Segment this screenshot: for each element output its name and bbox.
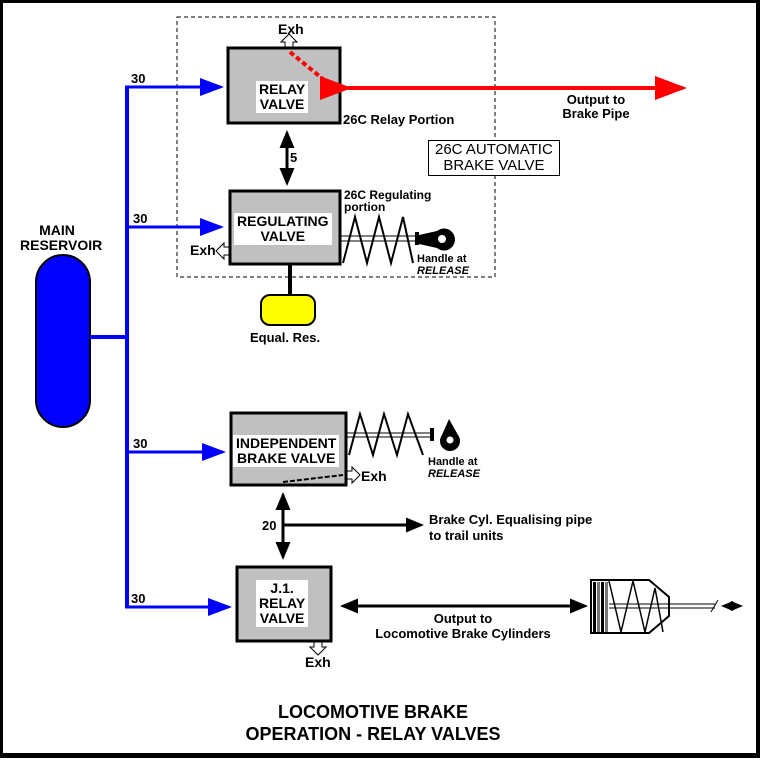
regulating-portion-line1: 26C Regulating — [344, 188, 432, 202]
regulating-spring — [341, 213, 417, 267]
independent-j1-link-value: 20 — [262, 518, 277, 533]
relay-valve-line1: RELAY — [259, 81, 306, 97]
j1-relay-valve-line3: VALVE — [259, 610, 305, 626]
independent-handle-icon — [430, 419, 461, 452]
independent-brake-valve-line2: BRAKE VALVE — [237, 450, 336, 466]
main-reservoir-tank — [35, 254, 91, 428]
relay-regulating-link-value: 5 — [290, 150, 298, 165]
relay-exhaust-label: Exh — [278, 21, 304, 37]
j1-relay-valve-label: J.1. RELAY VALVE — [256, 580, 309, 627]
regulating-exhaust-arrow-icon — [215, 241, 230, 261]
brake-cylinder-icon — [590, 579, 743, 634]
independent-handle-label: Handle at RELEASE — [428, 456, 480, 480]
independent-exhaust-path — [282, 474, 344, 483]
relay-supply-pressure: 30 — [131, 71, 146, 86]
relay-exhaust-arrow-icon — [279, 33, 299, 48]
relay-portion-label: 26C Relay Portion — [343, 112, 455, 127]
air-supply-manifold — [90, 78, 232, 616]
independent-exhaust-label: Exh — [361, 468, 387, 484]
regulating-handle-icon — [415, 228, 455, 251]
j1-supply-pressure: 30 — [131, 591, 146, 606]
equalising-reservoir — [260, 294, 316, 326]
independent-spring — [347, 410, 431, 459]
automatic-brake-valve-line1: 26C AUTOMATIC — [435, 141, 553, 158]
relay-valve-label: RELAY VALVE — [256, 81, 309, 113]
equalising-pipe-line1: Brake Cyl. Equalising pipe — [429, 512, 593, 527]
brake-pipe-output-line1: Output to — [566, 92, 626, 107]
automatic-brake-valve-label: 26C AUTOMATIC BRAKE VALVE — [428, 140, 560, 176]
regulating-supply-pressure: 30 — [133, 211, 148, 226]
j1-exhaust-label: Exh — [305, 654, 331, 670]
main-reservoir-line2: RESERVOIR — [20, 237, 103, 253]
main-reservoir-line1: MAIN — [39, 222, 75, 238]
brake-pipe-output-line2: Brake Pipe — [562, 106, 630, 121]
regulating-portion-label: 26C Regulating portion — [344, 189, 431, 213]
j1-relay-valve-line2: RELAY — [259, 595, 306, 611]
regulating-valve-label: REGULATING VALVE — [234, 213, 332, 245]
regulating-valve-line1: REGULATING — [237, 213, 329, 229]
cylinder-output-line2: Locomotive Brake Cylinders — [375, 626, 551, 641]
regulating-exhaust-label: Exh — [190, 242, 216, 258]
regulating-handle-line1: Handle at — [417, 253, 467, 265]
independent-handle-line1: Handle at — [428, 456, 478, 468]
cylinder-output-line1: Output to — [433, 611, 493, 626]
regulating-handle-label: Handle at RELEASE — [417, 253, 469, 277]
independent-exhaust-arrow-icon — [346, 465, 361, 485]
independent-brake-valve-label: INDEPENDENT BRAKE VALVE — [233, 435, 340, 467]
independent-supply-pressure: 30 — [133, 436, 148, 451]
diagram-canvas — [35, 16, 743, 656]
relay-valve-line2: VALVE — [259, 96, 305, 112]
independent-handle-line2: RELEASE — [428, 468, 480, 480]
regulating-valve-line2: VALVE — [260, 228, 306, 244]
brake-pipe-output-label: Output to Brake Pipe — [546, 93, 646, 121]
equalising-pipe-label: Brake Cyl. Equalising pipe to trail unit… — [429, 512, 592, 544]
independent-brake-valve-line1: INDEPENDENT — [236, 435, 337, 451]
diagram-title-line1: LOCOMOTIVE BRAKE — [277, 702, 468, 722]
regulating-portion-line2: portion — [344, 200, 386, 214]
diagram-title: LOCOMOTIVE BRAKE OPERATION - RELAY VALVE… — [183, 701, 563, 745]
automatic-brake-valve-line2: BRAKE VALVE — [443, 157, 545, 174]
regulating-handle-line2: RELEASE — [417, 265, 469, 277]
cylinder-output-label: Output to Locomotive Brake Cylinders — [358, 611, 568, 641]
diagram-title-line2: OPERATION - RELAY VALVES — [245, 724, 501, 744]
equalising-pipe-line2: to trail units — [429, 528, 504, 543]
j1-relay-valve-line1: J.1. — [270, 580, 294, 596]
main-reservoir-label: MAIN RESERVOIR — [20, 222, 103, 253]
j1-exhaust-arrow-icon — [308, 641, 328, 656]
equalising-reservoir-label: Equal. Res. — [250, 330, 321, 345]
